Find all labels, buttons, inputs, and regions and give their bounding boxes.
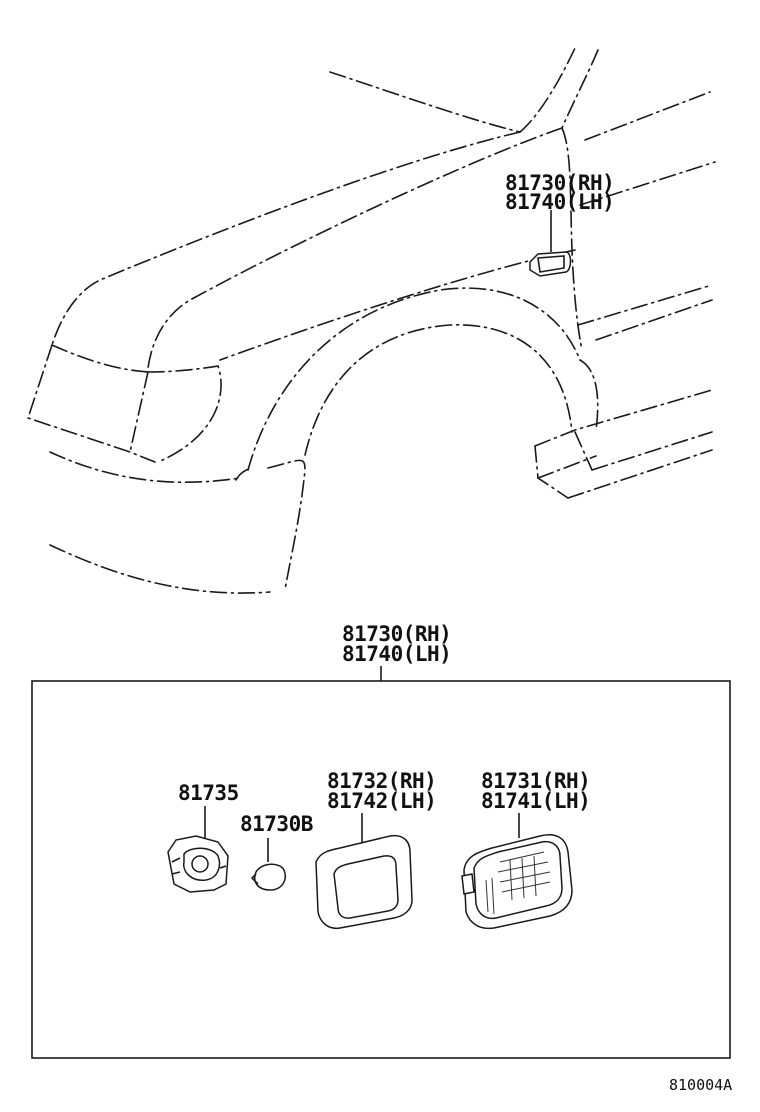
- callout-top-rh: 81730(RH): [505, 171, 614, 195]
- callout-gasket-rh: 81732(RH): [327, 769, 436, 793]
- callout-gasket-lh: 81742(LH): [327, 789, 436, 813]
- lens-part: [461, 834, 573, 930]
- callout-assy-lh: 81740(LH): [342, 642, 451, 666]
- socket-part: [167, 835, 229, 893]
- diagram-code: 810004A: [669, 1076, 732, 1094]
- vehicle-outline: [26, 47, 716, 594]
- side-marker-on-vehicle: [529, 251, 572, 277]
- callout-bulb: 81730B: [240, 812, 313, 836]
- callout-top-lh: 81740(LH): [505, 190, 614, 214]
- callout-lens-lh: 81741(LH): [481, 789, 590, 813]
- callout-lens-rh: 81731(RH): [481, 769, 590, 793]
- gasket-part: [315, 834, 413, 930]
- callout-assy-rh: 81730(RH): [342, 622, 451, 646]
- callout-socket: 81735: [178, 781, 239, 805]
- assembly-box: [31, 680, 731, 1059]
- bulb-part: [250, 863, 286, 891]
